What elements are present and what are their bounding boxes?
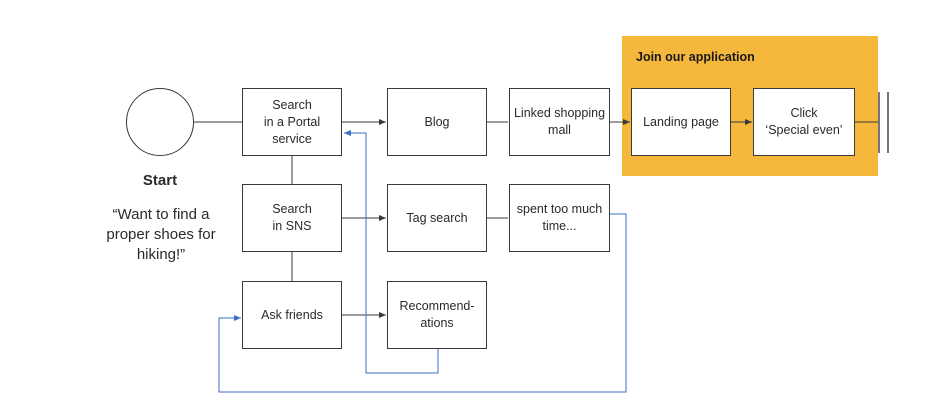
start-label: Start: [142, 172, 178, 189]
feedback-spent-to-friends: [218, 213, 627, 393]
user-quote: “Want to find a proper shoes for hiking!…: [106, 206, 216, 263]
node-search-sns: Search in SNS: [242, 184, 342, 252]
feedback-recommend-to-portal: [344, 130, 439, 374]
node-linked-shopping: Linked shopping mall: [509, 88, 610, 156]
node-click-special: Click ‘Special even’: [753, 88, 855, 156]
highlight-title: Join our application: [636, 50, 755, 64]
node-tag-search: Tag search: [387, 184, 487, 252]
node-landing-page: Landing page: [631, 88, 731, 156]
start-circle: [126, 88, 194, 156]
node-blog: Blog: [387, 88, 487, 156]
node-spent-time: spent too much time...: [509, 184, 610, 252]
node-search-portal: Search in a Portal service: [242, 88, 342, 156]
node-ask-friends: Ask friends: [242, 281, 342, 349]
node-recommendations: Recommend- ations: [387, 281, 487, 349]
